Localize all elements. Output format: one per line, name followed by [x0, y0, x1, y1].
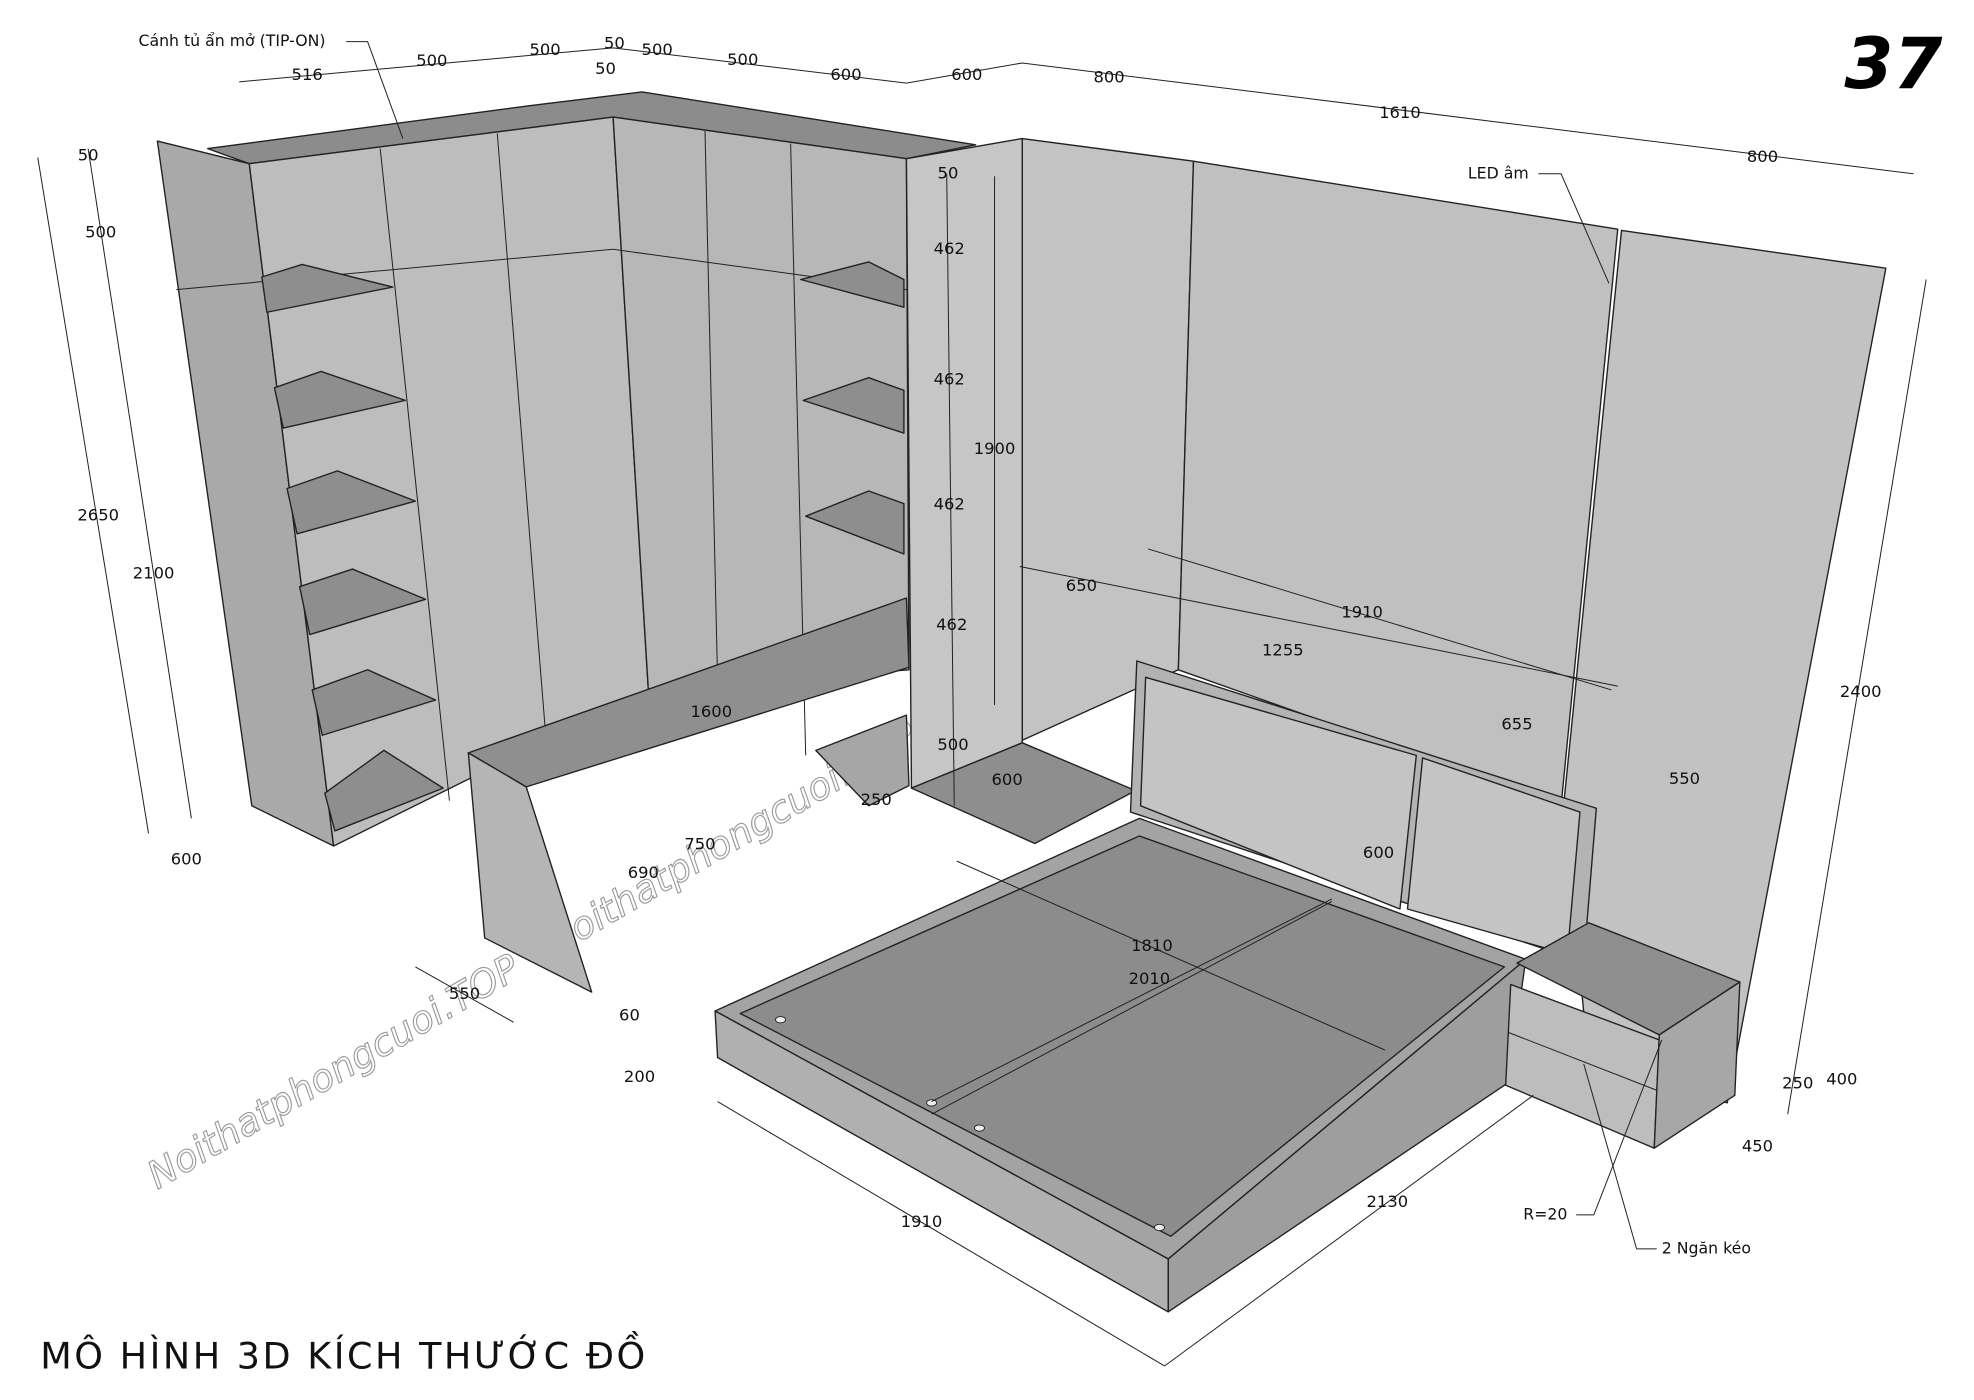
dim-label: 400 — [1826, 1070, 1857, 1089]
dim-label: 600 — [171, 849, 202, 868]
dim-label: 462 — [934, 494, 965, 513]
dim-label: 1810 — [1131, 936, 1173, 955]
dim-label: 800 — [1093, 68, 1124, 87]
dim-label: 800 — [1747, 147, 1778, 166]
dim-label: 450 — [1742, 1136, 1773, 1155]
nightstand-right-side — [1653, 981, 1741, 1149]
bed-slats — [739, 835, 1506, 1237]
dim-label: 2100 — [133, 564, 175, 583]
dimensions-right: 2400 400 250 450 — [1742, 682, 1882, 1155]
drawer-divider — [1508, 1031, 1657, 1091]
dimension-lines — [37, 47, 1927, 1367]
dim-label: 1600 — [690, 702, 732, 721]
dim-label: 50 — [595, 59, 616, 78]
dim-label: 750 — [684, 834, 715, 853]
note-radius: R=20 — [1523, 1204, 1567, 1223]
dim-label: 462 — [934, 239, 965, 258]
desk-shelf — [815, 714, 910, 807]
dim-label: 690 — [628, 863, 659, 882]
dim-label: 2400 — [1840, 682, 1882, 701]
dim-label: 500 — [642, 40, 673, 59]
note-drawers: 2 Ngăn kéo — [1662, 1238, 1751, 1257]
dimensions-bed: 650 1910 1255 655 550 600 1810 2010 200 … — [624, 576, 1700, 1231]
dim-label: 1900 — [974, 439, 1016, 458]
dimensions-desk: 1600 750 690 550 60 — [449, 702, 732, 1024]
dim-label: 600 — [992, 770, 1023, 789]
bed-center-rail — [931, 900, 1333, 1115]
headboard-cushion-left — [1139, 676, 1417, 910]
dimensions-wardrobe-right: 50 462 462 462 462 1900 500 600 250 — [861, 163, 1023, 809]
dim-label: 500 — [416, 51, 447, 70]
note-led: LED âm — [1468, 163, 1529, 182]
page-title: MÔ HÌNH 3D KÍCH THƯỚC ĐỒ — [40, 1329, 647, 1377]
page-number: 37 — [1844, 23, 1942, 105]
dim-label: 500 — [727, 50, 758, 69]
dimensions-left: 50 500 2650 2100 600 — [77, 146, 202, 869]
dim-label: 462 — [934, 370, 965, 389]
dim-label: 1910 — [1341, 603, 1383, 622]
dim-label: 550 — [449, 984, 480, 1003]
dim-label: 650 — [1066, 576, 1097, 595]
dim-label: 2650 — [77, 506, 119, 525]
note-tip-on-doors: Cánh tủ ẩn mở (TIP-ON) — [138, 31, 325, 50]
dim-label: 500 — [529, 40, 560, 59]
dim-label: 2010 — [1129, 969, 1171, 988]
wardrobe-shelves — [261, 261, 905, 832]
dim-label: 655 — [1501, 715, 1532, 734]
dim-label: 462 — [936, 615, 967, 634]
wardrobe-back-front — [612, 116, 910, 691]
dimensions-top: 516 500 500 50 50 500 500 600 600 800 16… — [292, 34, 1779, 166]
wall-panel-left — [1021, 137, 1195, 741]
dim-label: 50 — [78, 146, 99, 165]
dim-label: 600 — [830, 65, 861, 84]
dim-label: 250 — [1782, 1073, 1813, 1092]
leader-lines — [346, 41, 1663, 1250]
desk-leg — [467, 752, 593, 993]
dim-label: 60 — [619, 1005, 640, 1024]
dim-label: 550 — [1669, 769, 1700, 788]
dim-label: 1910 — [901, 1212, 943, 1231]
dim-label: 1610 — [1379, 103, 1421, 122]
dim-label: 500 — [85, 222, 116, 241]
dim-label: 2130 — [1367, 1192, 1409, 1211]
dim-label: 200 — [624, 1067, 655, 1086]
dim-label: 600 — [1363, 843, 1394, 862]
dim-label: 516 — [292, 65, 323, 84]
dim-label: 250 — [861, 790, 892, 809]
bed-bolt-holes — [775, 1016, 1165, 1232]
wardrobe-right-side — [905, 137, 1023, 789]
dim-label: 50 — [938, 163, 959, 182]
dim-label: 1255 — [1262, 640, 1304, 659]
dim-label: 500 — [937, 735, 968, 754]
dim-label: 600 — [951, 65, 982, 84]
dim-label: 50 — [604, 34, 625, 53]
